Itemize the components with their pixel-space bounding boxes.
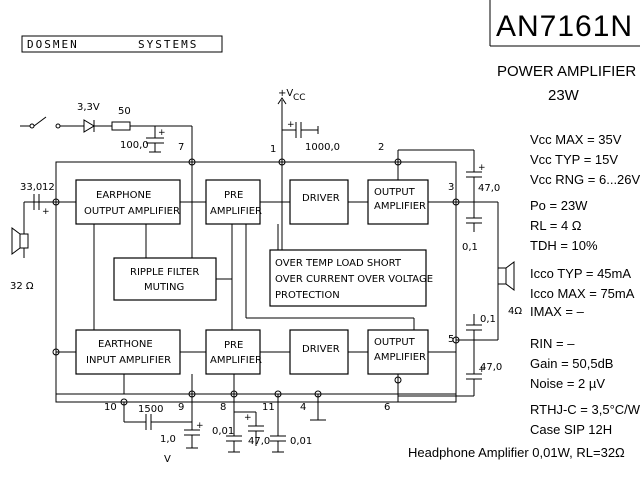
part-description: POWER AMPLIFIER [497, 63, 636, 80]
label-r32: 32 Ω [10, 281, 34, 292]
label-c33: 33,0 [20, 182, 42, 193]
spec-gain: Gain = 50,5dB [530, 356, 613, 371]
part-number: AN7161N [496, 10, 633, 43]
pin-10: 10 [104, 402, 117, 413]
spec-headphone: Headphone Amplifier 0,01W, RL=32Ω [408, 445, 625, 460]
pin-3: 3 [448, 182, 454, 193]
brand-name-1: DOSMEN [27, 38, 79, 51]
speaker-4ohm [505, 261, 515, 291]
svg-text:+: + [158, 128, 166, 138]
brand-box [21, 35, 223, 53]
label-zener: 3,3V [77, 102, 100, 113]
output-amplifier-bottom [367, 329, 429, 375]
label-c001b: 0,01 [290, 436, 312, 447]
output-top-line1: OUTPUT [374, 187, 416, 198]
label-c01-bot: 0,1 [480, 314, 496, 325]
protection-block [269, 249, 427, 307]
output-amplifier-top [367, 179, 429, 225]
svg-text:+: + [287, 120, 295, 130]
earthone-in-line2: INPUT AMPLIFIER [86, 355, 171, 366]
label-c1500: 1500 [138, 404, 163, 415]
pin-5: 5 [448, 334, 454, 345]
pre-bot-line2: AMPLIFIER [210, 355, 262, 366]
specifications: Vcc MAX = 35V Vcc TYP = 15V Vcc RNG = 6.… [408, 132, 640, 460]
pin-7: 7 [178, 142, 184, 153]
spec-noise: Noise = 2 µV [530, 376, 605, 391]
spec-vcc-max: Vcc MAX = 35V [530, 132, 622, 147]
earthone-input-amplifier [75, 329, 181, 375]
earphone-32ohm [11, 227, 21, 255]
vcc-sub: CC [293, 93, 306, 103]
svg-text:+: + [42, 207, 50, 217]
label-c10: 1,0 [160, 434, 176, 445]
label-c01-top: 0,1 [462, 242, 478, 253]
label-c47-mid: 47,0 [248, 436, 270, 447]
driver-top [289, 179, 349, 225]
label-c1000: 1000,0 [305, 142, 340, 153]
spec-po: Po = 23W [530, 198, 588, 213]
driver-bottom [289, 329, 349, 375]
protection-line3: PROTECTION [275, 290, 340, 301]
label-c100: 100,0 [120, 140, 149, 151]
driver-bot-label: DRIVER [302, 344, 340, 355]
svg-text:+: + [196, 421, 204, 431]
output-top-line2: AMPLIFIER [374, 201, 426, 212]
output-bot-line1: OUTPUT [374, 337, 416, 348]
spec-rin: RIN = – [530, 336, 575, 351]
resistor-50 [111, 121, 131, 131]
ripple-filter-muting [113, 257, 217, 301]
earphone-output-amplifier [75, 179, 181, 225]
svg-text:+: + [244, 413, 252, 423]
earphone-out-line2: OUTPUT AMPLIFIER [84, 206, 180, 217]
spec-case: Case SIP 12H [530, 422, 612, 437]
spec-imax: IMAX = – [530, 304, 585, 319]
pre-top-line1: PRE [224, 190, 243, 201]
svg-text:+: + [478, 365, 486, 375]
brand-name-2: SYSTEMS [138, 38, 198, 51]
pin-2: 2 [378, 142, 384, 153]
pre-amplifier-bottom [205, 329, 261, 375]
zener-diode [83, 119, 95, 133]
label-c10-unit: V [164, 454, 171, 465]
pin-4: 4 [300, 402, 306, 413]
spec-rthj: RTHJ-C = 3,5°C/W [530, 402, 640, 417]
pre-top-line2: AMPLIFIER [210, 206, 262, 217]
pre-amplifier-top [205, 179, 261, 225]
switch [33, 116, 47, 127]
pin-11: 11 [262, 402, 275, 413]
spec-tdh: TDH = 10% [530, 238, 598, 253]
output-bot-line2: AMPLIFIER [374, 352, 426, 363]
pin-12: 12 [42, 182, 55, 193]
label-r4: 4Ω [508, 306, 522, 317]
label-r50: 50 [118, 106, 131, 117]
spec-vcc-typ: Vcc TYP = 15V [530, 152, 618, 167]
spec-icco-typ: Icco TYP = 45mA [530, 266, 631, 281]
ic-outline [55, 161, 457, 403]
spec-vcc-rng: Vcc RNG = 6...26V [530, 172, 640, 187]
label-c47-bot: 47,0 [480, 362, 502, 373]
pin-9: 9 [178, 402, 184, 413]
spec-rl: RL = 4 Ω [530, 218, 582, 233]
part-power: 23W [548, 87, 580, 104]
ripple-line2: MUTING [144, 282, 184, 293]
protection-line1: OVER TEMP LOAD SHORT [275, 258, 402, 269]
spec-icco-max: Icco MAX = 75mA [530, 286, 635, 301]
driver-top-label: DRIVER [302, 193, 340, 204]
protection-line2: OVER CURRENT OVER VOLTAGE [275, 274, 433, 285]
pre-bot-line1: PRE [224, 340, 243, 351]
earthone-in-line1: EARTHONE [98, 339, 153, 350]
label-c001a: 0,01 [212, 426, 234, 437]
pin-6: 6 [384, 402, 390, 413]
svg-text:+: + [478, 163, 486, 173]
pin-8: 8 [220, 402, 226, 413]
pin-1: 1 [270, 144, 276, 155]
ripple-line1: RIPPLE FILTER [130, 267, 199, 278]
label-c47-top: 47,0 [478, 183, 500, 194]
earphone-out-line1: EARPHONE [96, 190, 151, 201]
vcc-label: +V [278, 88, 293, 99]
